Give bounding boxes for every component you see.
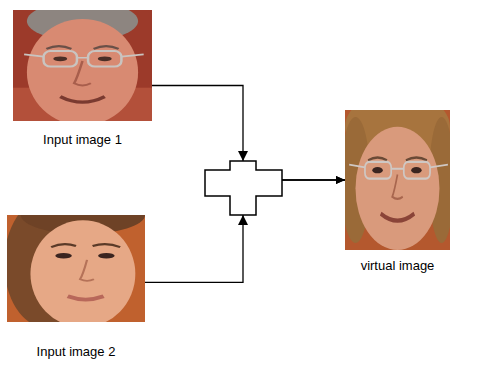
glasses xyxy=(365,162,391,179)
image-node: Input image 1 xyxy=(13,10,152,121)
brow xyxy=(51,244,120,247)
face xyxy=(27,19,138,121)
eye xyxy=(411,167,422,173)
image-caption: Input image 2 xyxy=(37,344,116,359)
glasses xyxy=(88,51,121,67)
mouth xyxy=(60,97,104,103)
image-caption: virtual image xyxy=(361,258,435,273)
face-photo xyxy=(7,215,145,322)
eye xyxy=(98,253,115,259)
eye xyxy=(55,253,72,259)
image-caption: Input image 1 xyxy=(43,132,122,147)
image-node: Input image 2 xyxy=(7,215,145,322)
face xyxy=(356,127,440,250)
face xyxy=(30,220,135,322)
glasses xyxy=(349,165,448,169)
mouth xyxy=(381,214,415,221)
face-photo xyxy=(345,110,450,250)
glasses xyxy=(24,54,144,57)
image-node: virtual image xyxy=(345,110,450,250)
face-photo xyxy=(13,10,152,121)
glasses xyxy=(44,51,77,67)
plus-shape xyxy=(205,161,282,215)
brow xyxy=(46,46,118,49)
arrow-head xyxy=(238,151,248,161)
nose xyxy=(392,174,403,199)
mouth xyxy=(68,296,104,299)
arrow-head xyxy=(238,215,248,225)
eye xyxy=(53,56,67,61)
eye xyxy=(98,56,112,61)
brow xyxy=(368,158,427,161)
nose xyxy=(74,61,91,85)
eye xyxy=(372,167,383,173)
nose xyxy=(80,260,94,281)
glasses xyxy=(404,162,430,179)
